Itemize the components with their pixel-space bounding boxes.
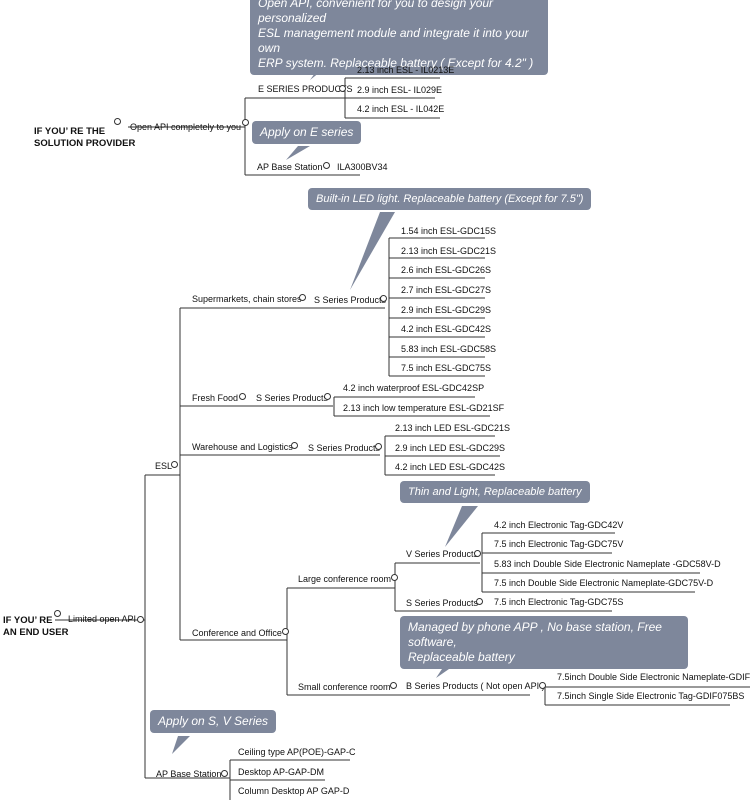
supermarket-item: 2.6 inch ESL-GDC26S <box>401 265 492 275</box>
b-series-callout-line1: Managed by phone APP , No base station, … <box>408 620 662 649</box>
b-series-callout-line2: Replaceable battery <box>408 650 515 664</box>
supermarkets-collapse-icon[interactable] <box>299 294 306 301</box>
b-series-item: 7.5inch Double Side Electronic Nameplate… <box>557 672 750 682</box>
apply-e-series-callout: Apply on E series <box>252 121 362 144</box>
conference-collapse-icon[interactable] <box>282 628 289 635</box>
supermarket-item: 4.2 inch ESL-GDC42S <box>401 324 492 334</box>
ap-base-station-node: AP Base Station <box>257 162 323 172</box>
end-user-root-line1: IF YOU’ RE <box>3 615 53 626</box>
e-series-callout: Open API, convenient for you to design y… <box>250 0 548 75</box>
fresh-food-collapse-icon[interactable] <box>239 393 246 400</box>
warehouse-collapse-icon[interactable] <box>291 442 298 449</box>
warehouse-s-series-collapse-icon[interactable] <box>375 443 382 450</box>
esl-node: ESL <box>155 461 173 471</box>
conference-s-series-node: S Series Products <box>406 598 479 608</box>
fresh-food-node: Fresh Food <box>192 393 239 403</box>
large-room-collapse-icon[interactable] <box>391 574 398 581</box>
apply-sv-series-callout: Apply on S, V Series <box>150 710 277 733</box>
supermarket-item: 5.83 inch ESL-GDC58S <box>401 344 497 354</box>
end-user-root-line2: AN END USER <box>3 627 69 638</box>
open-api-collapse-icon[interactable] <box>242 119 249 126</box>
large-room-node: Large conference room <box>298 574 392 584</box>
end-user-ap-base-station-collapse-icon[interactable] <box>221 770 228 777</box>
warehouse-node: Warehouse and Logistics <box>192 442 293 452</box>
solution-provider-root-line2: SOLUTION PROVIDER <box>34 138 136 149</box>
ap-base-station-item: Column Desktop AP GAP-D <box>238 786 350 796</box>
warehouse-item: 4.2 inch LED ESL-GDC42S <box>395 462 506 472</box>
limited-api-collapse-icon[interactable] <box>137 616 144 623</box>
v-series-item: 5.83 inch Double Side Electronic Namepla… <box>494 559 721 569</box>
end-user-ap-base-station-node: AP Base Station <box>156 769 222 779</box>
v-series-item: 4.2 inch Electronic Tag-GDC42V <box>494 520 624 530</box>
e-series-item: 2.13 inch ESL - IL0213E <box>357 65 455 75</box>
warehouse-item: 2.13 inch LED ESL-GDC21S <box>395 423 511 433</box>
warehouse-item: 2.9 inch LED ESL-GDC29S <box>395 443 506 453</box>
e-series-item: 2.9 inch ESL- IL029E <box>357 85 443 95</box>
supermarket-item: 7.5 inch ESL-GDC75S <box>401 363 492 373</box>
e-series-products-node: E SERIES PRODUCTS <box>258 84 353 94</box>
ap-base-station-item: ILA300BV34 <box>337 162 388 172</box>
e-series-item: 4.2 inch ESL - IL042E <box>357 104 445 114</box>
conference-s-series-collapse-icon[interactable] <box>476 598 483 605</box>
small-room-node: Small conference room <box>298 682 391 692</box>
supermarket-item: 2.7 inch ESL-GDC27S <box>401 285 492 295</box>
v-series-item: 7.5 inch Double Side Electronic Nameplat… <box>494 578 714 588</box>
solution-provider-root: IF YOU’ RE THE SOLUTION PROVIDER <box>34 126 135 150</box>
end-user-root: IF YOU’ RE AN END USER <box>3 615 68 639</box>
end-user-collapse-icon[interactable] <box>54 610 61 617</box>
b-series-callout: Managed by phone APP , No base station, … <box>400 616 688 669</box>
s-series-callout: Built-in LED light. Replaceable battery … <box>308 188 592 210</box>
fresh-food-s-series-node: S Series Products <box>256 393 329 403</box>
fresh-food-item: 2.13 inch low temperature ESL-GD21SF <box>343 403 505 413</box>
v-series-collapse-icon[interactable] <box>474 550 481 557</box>
solution-provider-root-line1: IF YOU’ RE THE <box>34 126 106 137</box>
small-room-collapse-icon[interactable] <box>390 682 397 689</box>
solution-provider-collapse-icon[interactable] <box>114 118 121 125</box>
conference-node: Conference and Office <box>192 628 282 638</box>
s-series-collapse-icon[interactable] <box>380 295 387 302</box>
e-series-callout-line2: ESL management module and integrate it i… <box>258 26 529 55</box>
esl-collapse-icon[interactable] <box>171 461 178 468</box>
open-api-node: Open API completely to you <box>130 122 242 132</box>
ap-base-station-collapse-icon[interactable] <box>323 162 330 169</box>
s-series-products-node: S Series Products <box>314 295 387 305</box>
v-series-item: 7.5 inch Electronic Tag-GDC75V <box>494 539 624 549</box>
fresh-food-item: 4.2 inch waterproof ESL-GDC42SP <box>343 383 485 393</box>
warehouse-s-series-node: S Series Products <box>308 443 381 453</box>
v-series-products-node: V Series Products <box>406 549 479 559</box>
ap-base-station-item: Ceiling type AP(POE)-GAP-C <box>238 747 356 757</box>
v-series-callout: Thin and Light, Replaceable battery <box>400 481 590 503</box>
e-series-collapse-icon[interactable] <box>339 85 346 92</box>
e-series-callout-line3: ERP system. Replaceable battery ( Except… <box>258 56 534 70</box>
supermarkets-node: Supermarkets, chain stores <box>192 294 302 304</box>
e-series-callout-line1: Open API, convenient for you to design y… <box>258 0 494 25</box>
conference-s-series-item: 7.5 inch Electronic Tag-GDC75S <box>494 597 624 607</box>
limited-api-node: Limited open API <box>68 614 137 624</box>
b-series-item: 7.5inch Single Side Electronic Tag-GDIF0… <box>557 691 745 701</box>
fresh-food-s-series-collapse-icon[interactable] <box>324 393 331 400</box>
b-series-products-node: B Series Products ( Not open API ) <box>406 681 545 691</box>
supermarket-item: 2.9 inch ESL-GDC29S <box>401 305 492 315</box>
b-series-collapse-icon[interactable] <box>539 682 546 689</box>
supermarket-item: 1.54 inch ESL-GDC15S <box>401 226 497 236</box>
ap-base-station-item: Desktop AP-GAP-DM <box>238 767 325 777</box>
supermarket-item: 2.13 inch ESL-GDC21S <box>401 246 497 256</box>
